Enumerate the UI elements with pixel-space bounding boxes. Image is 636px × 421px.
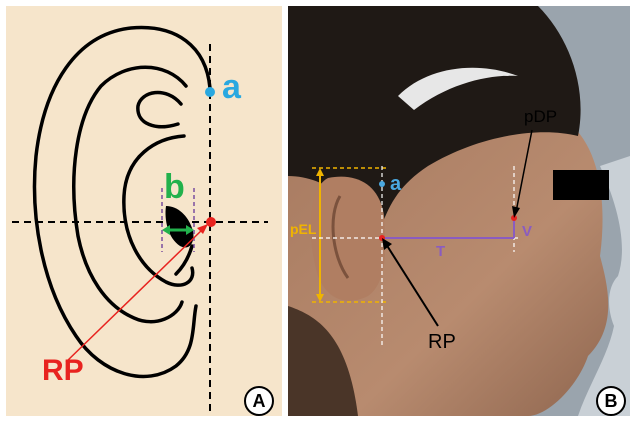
label-v: V [522,224,532,239]
ear-concha [124,136,193,285]
point-a-b [379,181,385,187]
panel-a-ear-diagram: a b RP A [6,6,282,416]
ear [311,177,386,301]
label-b: b [164,170,185,204]
panel-badge-a: A [244,386,274,416]
label-rp-b: RP [428,332,456,352]
label-t: T [436,244,445,259]
label-a-b: a [390,174,401,194]
ear-fossa-loop [138,92,181,126]
label-pdp: pDP [524,108,557,125]
point-rp [206,217,216,227]
eye-redaction-bar [553,170,609,200]
point-a [205,87,215,97]
panel-badge-b: B [596,386,626,416]
label-rp: RP [42,356,84,386]
face-photo [288,6,630,416]
label-a: a [222,70,241,104]
label-pel: pEL [290,222,316,236]
panel-b-face-photo: pDP a pEL T V RP B [288,6,630,416]
ear-tragus [176,246,192,274]
